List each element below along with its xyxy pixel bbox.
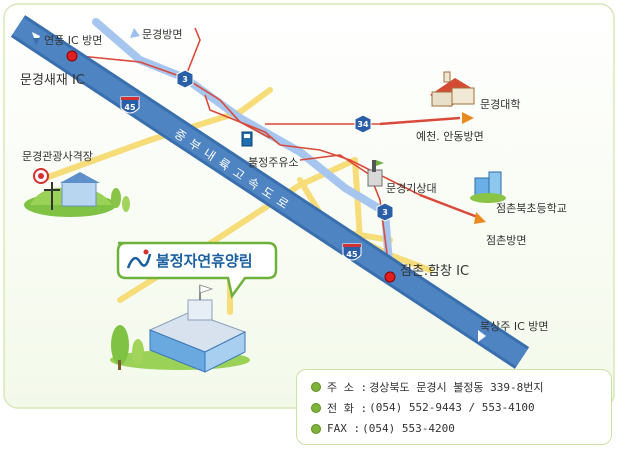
label-mungyeong-univ: 문경대학: [480, 98, 520, 111]
shield-route-3-top: 3: [176, 69, 194, 89]
label-jeomchon-dir: 점촌방면: [486, 234, 526, 247]
bullet-icon: [311, 381, 321, 392]
contact-info-box: 주 소 : 경상북도 문경시 불정동 339-8번지 전 화 : (054) 5…: [296, 369, 612, 445]
bullet-icon: [311, 402, 321, 413]
phone-label: 전 화 :: [327, 401, 368, 415]
label-tourist-range: 문경관광사격장: [22, 150, 93, 163]
arrow-yeonpung-label: [33, 38, 40, 45]
label-mungyeong-dir: 문경방면: [142, 28, 182, 41]
fax-value: (054) 553-4200: [362, 422, 455, 435]
shield-route-34: 34: [354, 114, 372, 134]
resort-building-illustration: [110, 284, 250, 373]
resort-name: 불정자연휴양림: [156, 252, 253, 270]
shield-e45-top: 45: [120, 96, 140, 114]
address-row: 주 소 : 경상북도 문경시 불정동 339-8번지: [311, 376, 601, 397]
shield-e45-top-num: 45: [124, 103, 136, 112]
address-value: 경상북도 문경시 불정동 339-8번지: [369, 380, 544, 394]
red-roads-dir: [379, 116, 481, 220]
shield-e45-bottom: 45: [342, 243, 362, 261]
label-gas-station: 불정주유소: [248, 156, 299, 169]
ic-marker-jeomchon: [384, 271, 396, 283]
label-yeonpung-ic-dir: 연풍 IC 방면: [44, 34, 102, 47]
shield-route-3-top-num: 3: [182, 75, 188, 84]
univ-building-icon: [430, 71, 475, 107]
label-elementary-school: 점촌북초등학교: [496, 202, 567, 215]
address-label: 주 소 :: [327, 380, 368, 394]
arrow-buksangju: [478, 330, 486, 342]
school-icon: [470, 171, 506, 203]
fax-label: FAX :: [327, 422, 361, 435]
shield-e45-bottom-num: 45: [346, 250, 358, 259]
phone-value: (054) 552-9443 / 553-4100: [369, 401, 535, 414]
arrow-yecheon: [462, 112, 474, 124]
resort-logo-icon: [126, 249, 152, 269]
shield-route-3-bottom: 3: [376, 202, 394, 222]
label-yecheon-andong-dir: 예천. 안동방면: [416, 129, 484, 143]
bullet-icon: [311, 423, 321, 434]
fax-row: FAX : (054) 553-4200: [311, 418, 601, 439]
gas-station-icon: [241, 131, 253, 147]
arrow-mungyeong: [130, 28, 140, 38]
resort-callout: 불정자연휴양림: [116, 241, 278, 299]
label-buksangju-ic-dir: 북상주 IC 방면: [480, 320, 549, 333]
ic-marker-saejae: [66, 50, 78, 62]
highway-jungbu-naeryuk: [10, 15, 530, 369]
shield-route-3-bottom-num: 3: [382, 208, 388, 217]
weather-station-icon: [367, 160, 384, 187]
phone-row: 전 화 : (054) 552-9443 / 553-4100: [311, 397, 601, 418]
tourist-range-illustration: [24, 168, 130, 217]
label-mungyeong-saejae-ic: 문경새재 IC: [20, 73, 85, 88]
arrow-jeomchon: [474, 212, 486, 224]
label-weather-station: 문경기상대: [386, 182, 437, 195]
label-jeomchon-hamchang-ic: 점촌.함창 IC: [400, 264, 469, 279]
shield-route-34-num: 34: [357, 120, 369, 129]
